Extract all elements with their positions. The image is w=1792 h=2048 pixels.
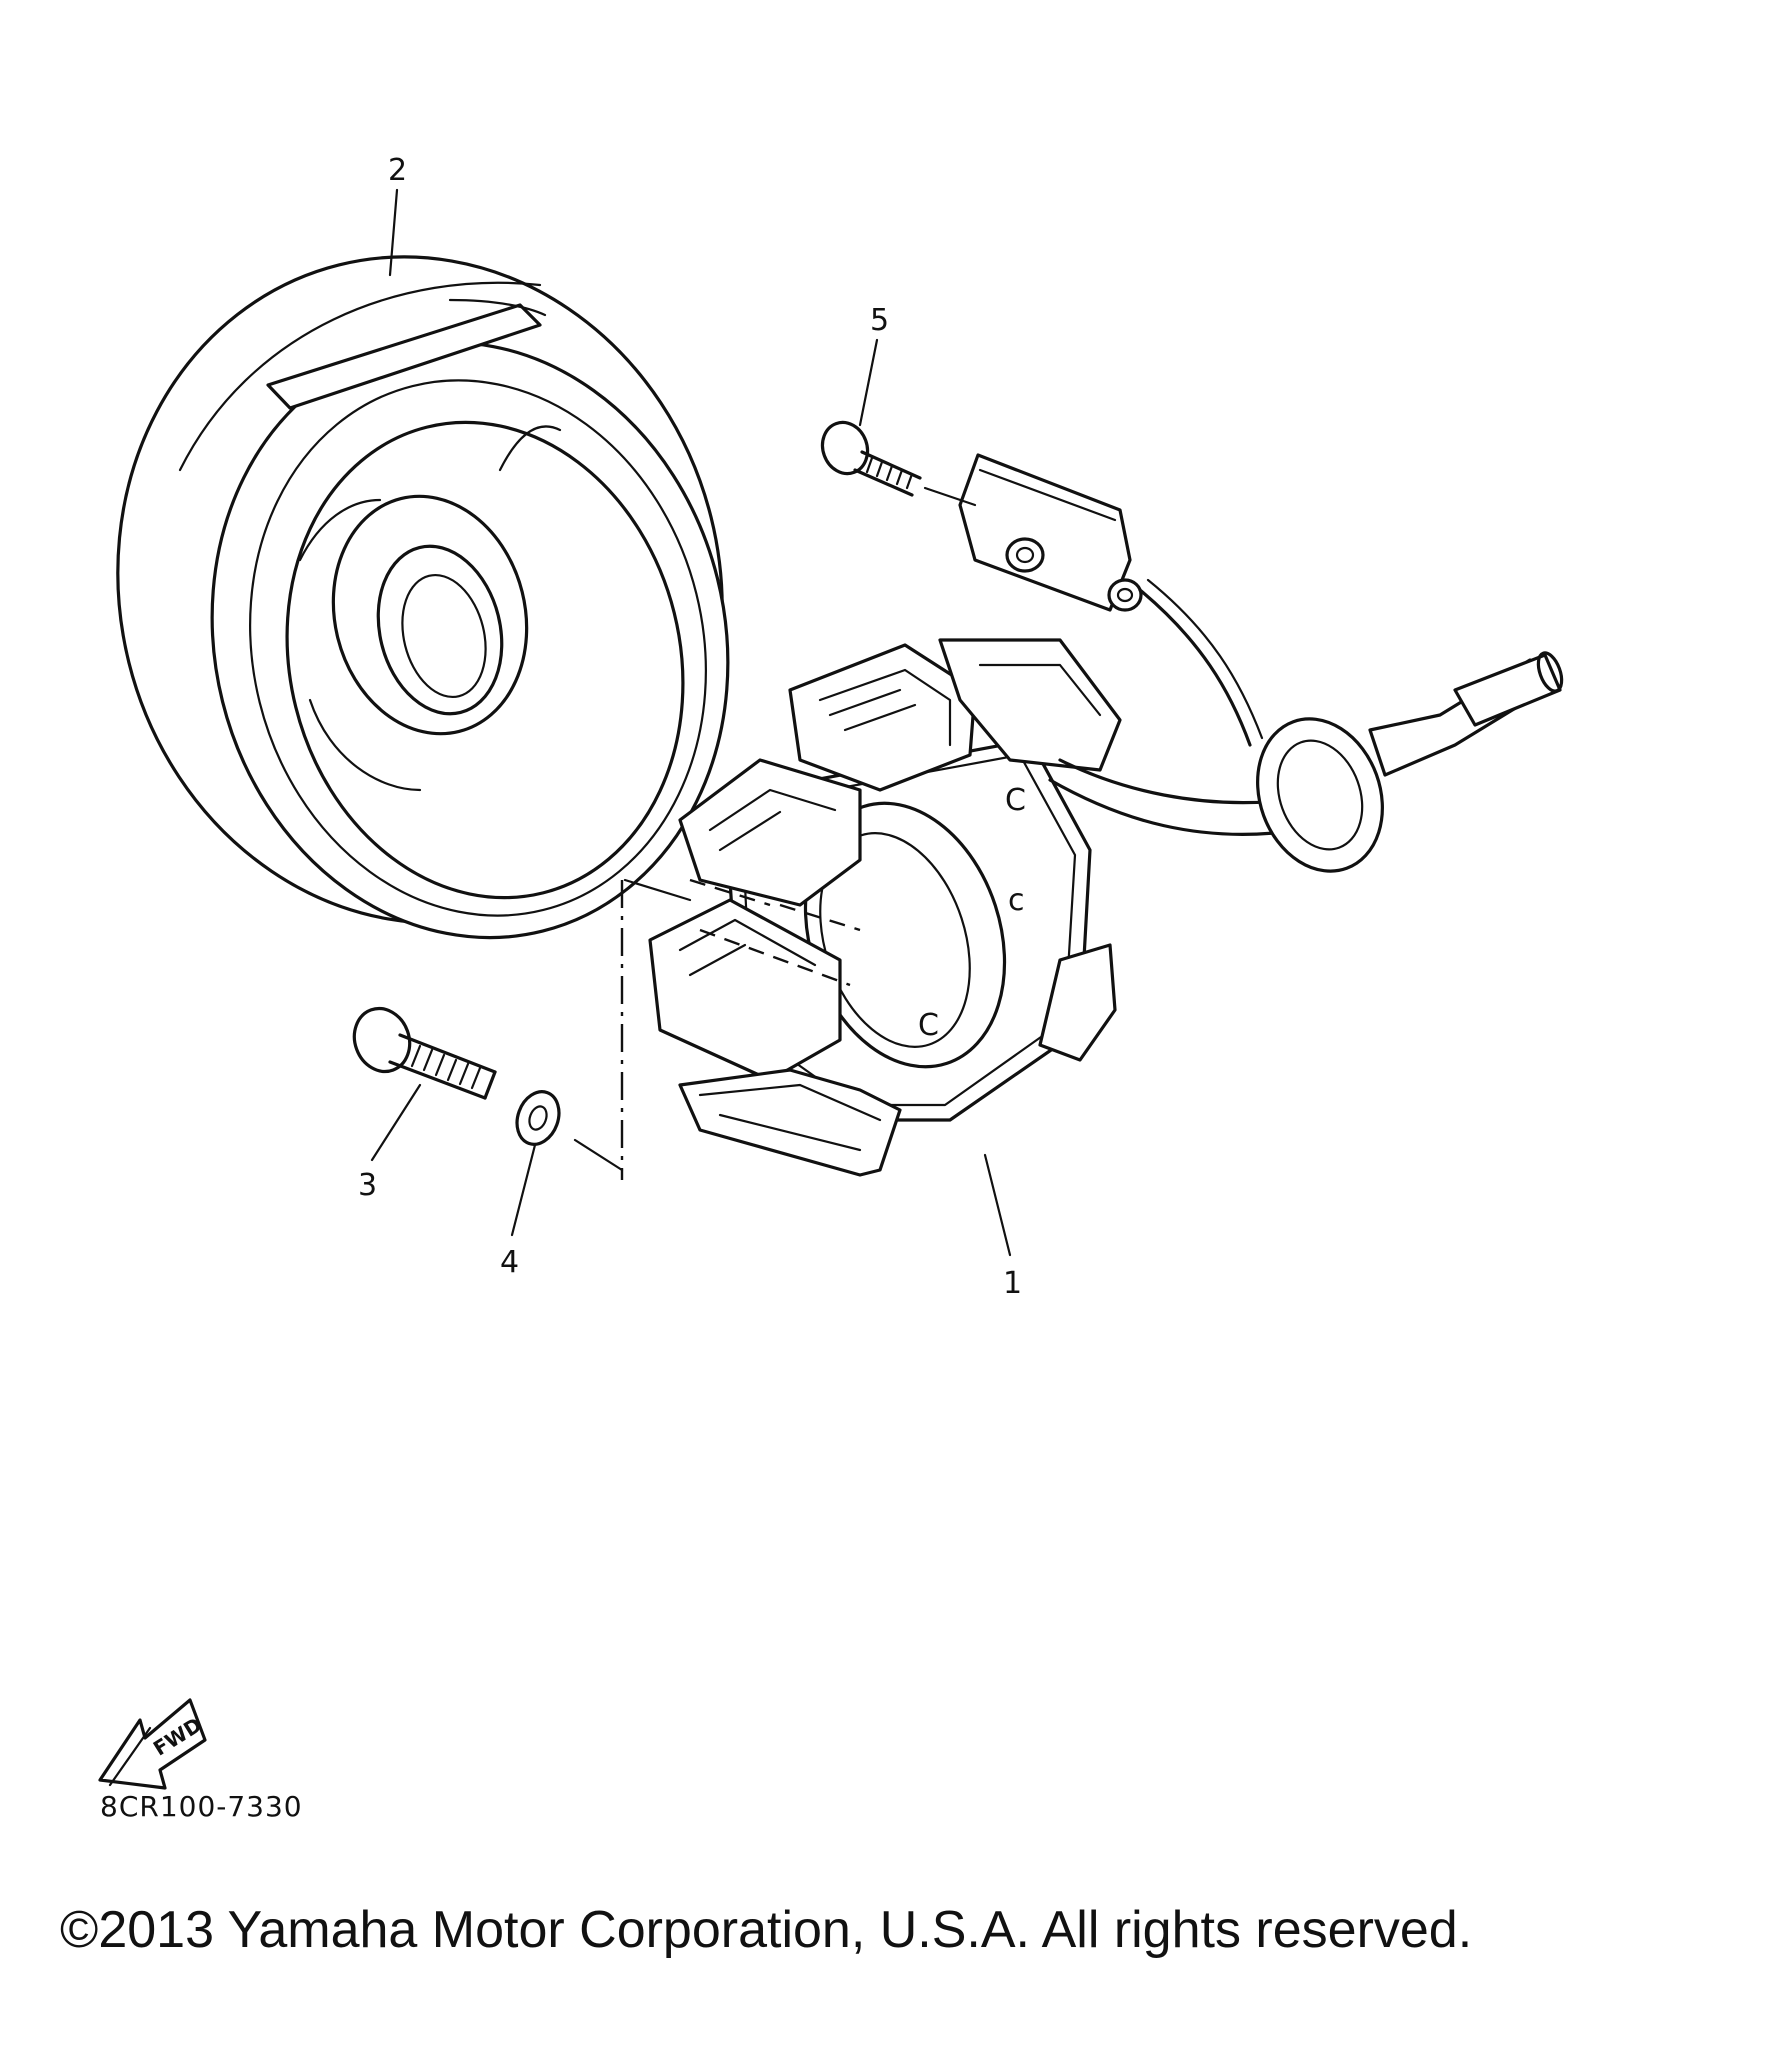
leader-line-1: [983, 1153, 1012, 1257]
washer-guide-line: [573, 1138, 624, 1172]
svg-text:c: c: [1008, 883, 1025, 918]
leader-line-3: [370, 1083, 422, 1162]
svg-text:C: C: [1005, 783, 1026, 818]
pickup-coil-and-harness: [958, 453, 1564, 873]
svg-text:C: C: [918, 1008, 939, 1043]
callout-4: 4: [500, 1245, 519, 1280]
stator-assembly: C c C: [648, 638, 1122, 1177]
leader-line-4: [510, 1143, 537, 1237]
washer: [515, 1090, 561, 1146]
assembly-guide-line: [623, 878, 692, 902]
callout-3: 3: [358, 1168, 377, 1203]
copyright-notice: ©2013 Yamaha Motor Corporation, U.S.A. A…: [60, 1901, 1473, 1959]
callout-1: 1: [1003, 1266, 1022, 1301]
diagram-code: 8CR100-7330: [100, 1790, 303, 1823]
callout-2: 2: [388, 153, 407, 188]
leader-line-5: [858, 338, 879, 427]
forward-arrow-icon: FWD: [98, 1698, 207, 1790]
leader-line-2: [388, 188, 399, 277]
pickup-screw: [820, 420, 977, 507]
stator-bolt: [352, 1006, 497, 1100]
rotor-flywheel: [116, 255, 730, 940]
callout-5: 5: [870, 303, 889, 338]
